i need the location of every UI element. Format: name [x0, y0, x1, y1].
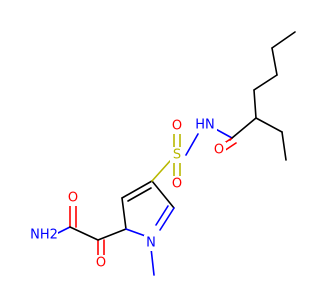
atom-labels: NH2 O O N S O O HN O [30, 117, 226, 271]
keto-o-label: O [96, 256, 106, 271]
amide-o-bg [66, 190, 80, 206]
bond-ring-c3-c4 [121, 180, 153, 199]
bonds [55, 31, 296, 276]
bond-chain-4 [271, 47, 278, 76]
bond-c-s [151, 160, 171, 182]
bond-ring-c2-c3 [121, 197, 127, 230]
nh2-bg [30, 227, 58, 243]
bond-amideC-ketoC [69, 226, 99, 241]
bond-chain-2 [253, 89, 257, 119]
acyl-o-label: O [214, 143, 224, 158]
acyl-o-bg [212, 142, 226, 158]
bond-ring-c3-c4-double [127, 187, 152, 202]
s-o-top-bg [170, 118, 184, 134]
s-o-bottom-bg [170, 176, 184, 192]
sulfur-bg [170, 147, 184, 163]
bond-ethyl-2 [281, 131, 287, 161]
bond-n-methyl [150, 247, 155, 276]
sulfonamide-nh-label: HN [195, 118, 215, 133]
structure-drawing: NH2 O O N S O O HN O [30, 31, 296, 276]
ring-n-label: N [146, 236, 156, 251]
amide-nh2-label: NH2 [30, 228, 58, 243]
sulfonamide-nh-bg [193, 117, 217, 133]
bond-c-nh2 [55, 226, 71, 235]
keto-o-bg [94, 255, 108, 271]
sulfur-label: S [173, 148, 181, 163]
ring-n-bg [144, 235, 158, 251]
bond-ring-c5-n-double [155, 205, 169, 226]
bond-keto-ring [97, 228, 127, 241]
bond-ring-c4-c5 [151, 180, 175, 209]
amide-o-label: O [68, 191, 78, 206]
bond-ethyl-1 [255, 117, 283, 133]
bond-chain-1 [231, 117, 257, 139]
s-o-bottom-label: O [172, 177, 182, 192]
molecule-canvas: NH2 O O N S O O HN O [30, 31, 296, 276]
s-o-top-label: O [172, 119, 182, 134]
bond-ring-c5-n [159, 207, 175, 231]
bond-chain-5 [271, 31, 296, 49]
bond-s-nh [185, 133, 199, 156]
bond-chain-3 [253, 74, 278, 91]
